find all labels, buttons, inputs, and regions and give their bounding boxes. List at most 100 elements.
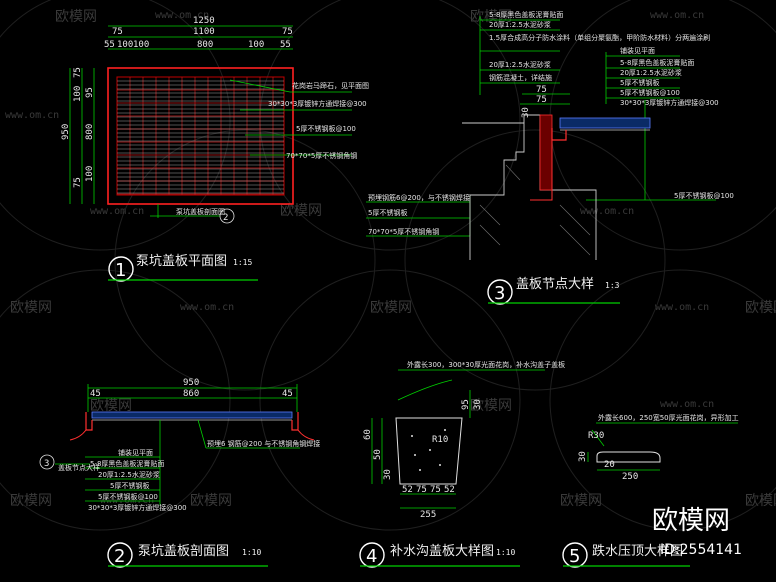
watermark-text: 欧模网 bbox=[470, 9, 512, 25]
title-circle bbox=[359, 542, 385, 568]
note-steel-plate-100: 5厚不锈钢板@100 bbox=[98, 492, 158, 501]
dim-800: 800 bbox=[85, 124, 95, 140]
angle-steel bbox=[551, 128, 567, 141]
note-square-tube: 30*30*3厚镀锌方通焊接@300 bbox=[88, 503, 187, 512]
section-callout-circle bbox=[219, 208, 235, 224]
dim-52: 52 bbox=[402, 485, 413, 495]
note-cover-finish: 5-8厚黑色盖板泥膏贴面 bbox=[90, 459, 164, 468]
watermark-url: www.om.cn bbox=[180, 302, 234, 313]
watermark-url: www.om.cn bbox=[580, 206, 634, 217]
dim-45: 45 bbox=[282, 389, 293, 399]
watermark-text: 欧模网 bbox=[55, 9, 97, 25]
panel-2-section: 950 860 45 45 铺装见平面 5-8厚黑色盖板泥膏贴面 20厚1:2.… bbox=[39, 378, 320, 568]
dim-950: 950 bbox=[61, 124, 71, 140]
note-steel-plate: 5厚不锈钢板 bbox=[110, 481, 149, 490]
watermark-text: 欧模网 bbox=[10, 300, 52, 316]
dim-860: 860 bbox=[183, 389, 199, 399]
steel-grid-bars bbox=[117, 80, 284, 194]
drawing-title: 盖板节点大样 bbox=[516, 277, 594, 292]
watermark-url: www.om.cn bbox=[90, 206, 144, 217]
dim-small: 75 bbox=[112, 27, 123, 37]
dim-small: 100 bbox=[73, 86, 83, 102]
note-concrete: 钢筋混凝土，详结施 bbox=[489, 73, 552, 82]
radius-label: R10 bbox=[432, 435, 448, 445]
title-circle bbox=[108, 256, 134, 282]
dim-75: 75 bbox=[416, 485, 427, 495]
dim-75: 75 bbox=[536, 95, 547, 105]
dim-small: 100 bbox=[248, 40, 264, 50]
dim-small: 100 bbox=[133, 40, 149, 50]
dim-20: 20 bbox=[604, 460, 615, 470]
dim-950: 950 bbox=[183, 378, 199, 388]
note-coping: 外露长600，250宽50厚光面花岗，异形加工 bbox=[598, 413, 739, 422]
dim-52: 52 bbox=[444, 485, 455, 495]
note-square-tube: 30*30*3厚镀锌方通焊接@300 bbox=[620, 98, 719, 107]
watermark-text: 欧模网 bbox=[560, 493, 602, 509]
title-number: 3 bbox=[494, 283, 505, 304]
title-circle bbox=[562, 542, 588, 568]
detail-callout-circle bbox=[39, 454, 55, 470]
dim-small: 75 bbox=[282, 27, 293, 37]
dim-1100: 1100 bbox=[193, 27, 215, 37]
dim-small: 75 bbox=[73, 67, 83, 78]
watermark-text: 欧模网 bbox=[745, 493, 776, 509]
leader-line bbox=[397, 379, 453, 401]
note-gutter-cover: 外露长300，300*30厚光面花岗，补水沟盖子盖板 bbox=[407, 360, 565, 369]
leader-lines bbox=[55, 419, 300, 505]
watermark-text: 欧模网 bbox=[370, 300, 412, 316]
note-mortar: 20厚1:2.5水泥砂浆 bbox=[620, 68, 682, 77]
watermark-url: www.om.cn bbox=[100, 495, 154, 506]
panel-3-node-detail: 5-8厚黑色盖板泥膏贴面 20厚1:2.5水泥砂浆 1.5厚合成高分子防水涂料（… bbox=[366, 10, 734, 305]
anchor-bars bbox=[69, 429, 315, 441]
title-circle bbox=[107, 542, 133, 568]
detail-callout-label: 盖板节点大样 bbox=[58, 463, 100, 472]
note-angle-steel: 70*70*5厚不锈钢角钢 bbox=[368, 227, 439, 236]
note-steel-plate-100: 5厚不锈钢板@100 bbox=[620, 88, 680, 97]
watermark-text: 欧模网 bbox=[10, 493, 52, 509]
note-steel-plate: 5厚不锈钢板@100 bbox=[296, 124, 356, 133]
wall-outline bbox=[523, 114, 597, 260]
leader-lines bbox=[150, 79, 352, 218]
cover-plate-section bbox=[559, 117, 651, 129]
drawing-title: 泵坑盖板剖面图 bbox=[138, 544, 229, 559]
dim-60: 60 bbox=[363, 429, 373, 440]
note-stone: 花岗岩马蹄石，见平面图 bbox=[292, 81, 369, 90]
watermark-text: 欧模网 bbox=[745, 300, 776, 316]
note-mortar: 20厚1:2.5水泥砂浆 bbox=[98, 470, 160, 479]
watermark-url: www.om.cn bbox=[155, 10, 209, 21]
watermark-texts: 欧模网 www.om.cn 欧模网 www.om.cn www.om.cn 欧模… bbox=[5, 9, 776, 509]
note-cover-finish: 5-8厚黑色盖板泥膏贴面 bbox=[489, 10, 563, 19]
dimension-lines bbox=[87, 384, 298, 412]
note-angle-steel: 70*70*5厚不锈钢角钢 bbox=[286, 151, 357, 160]
dim-50: 50 bbox=[373, 449, 383, 460]
stone-speckle bbox=[411, 429, 446, 471]
drawing-scale: 1:3 bbox=[605, 281, 620, 290]
note-embedded-bar: 预埋6 钢筋@200 与不锈钢角钢焊接 bbox=[207, 439, 320, 448]
dimension-lines bbox=[587, 429, 660, 471]
steel-grid bbox=[117, 77, 284, 195]
dim-small: 75 bbox=[73, 177, 83, 188]
dim-small: 55 bbox=[104, 40, 115, 50]
note-steel-plate: 5厚不锈钢板 bbox=[620, 78, 659, 87]
title-number: 5 bbox=[569, 546, 580, 567]
drawing-title: 泵坑盖板平面图 bbox=[136, 254, 227, 269]
title-circle bbox=[487, 279, 513, 305]
drawing-title: 跌水压顶大样图 bbox=[592, 543, 683, 559]
watermark-url: www.om.cn bbox=[660, 399, 714, 410]
dim-small: 100 bbox=[85, 166, 95, 182]
dim-30: 30 bbox=[473, 399, 483, 410]
title-number: 2 bbox=[114, 546, 125, 567]
note-mortar: 20厚1:2.5水泥砂浆 bbox=[489, 20, 551, 29]
note-embedded-bar: 预埋钢筋6@200，与不锈钢焊接 bbox=[368, 193, 470, 202]
waterproof-layer bbox=[539, 114, 553, 191]
panel-4-gutter-cover: 外露长300，300*30厚光面花岗，补水沟盖子盖板 52 75 75 52 2… bbox=[359, 360, 565, 568]
watermark-text: 欧模网 bbox=[190, 493, 232, 509]
watermark-text: 欧模网 bbox=[280, 203, 322, 219]
coping-stone-outline bbox=[596, 451, 661, 463]
watermark-text: 欧模网 bbox=[470, 398, 512, 414]
anchor-bar bbox=[530, 140, 553, 201]
angle-steel bbox=[85, 412, 299, 431]
dimension-lines bbox=[69, 25, 293, 204]
dim-30: 30 bbox=[521, 107, 531, 118]
